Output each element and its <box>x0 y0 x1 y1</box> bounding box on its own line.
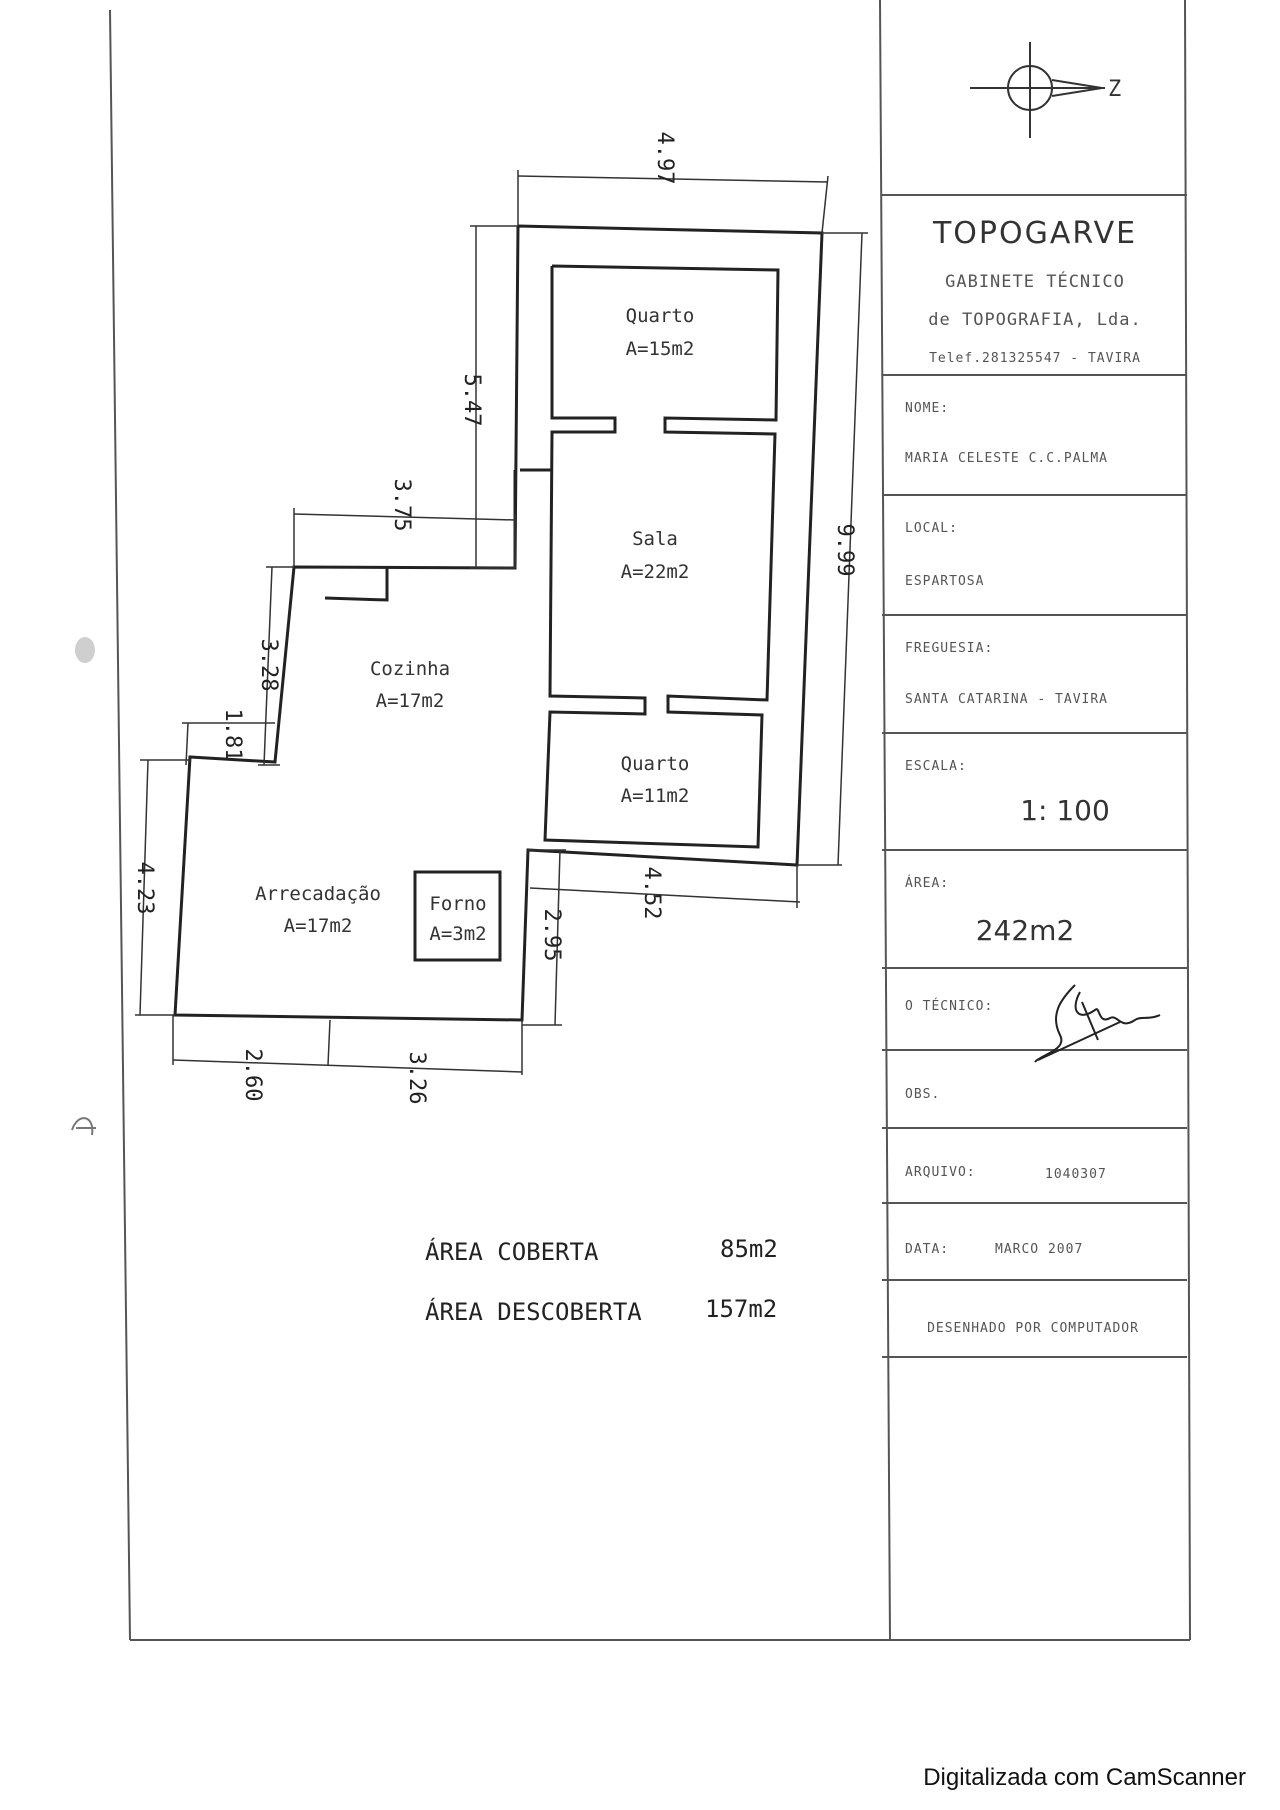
dimension-label: 3.26 <box>404 1052 429 1105</box>
nome-value: MARIA CELESTE C.C.PALMA <box>905 451 1108 466</box>
forno-wall <box>413 870 502 962</box>
dimension-label: 4.23 <box>132 862 157 915</box>
area-label: ÁREA: <box>905 875 949 891</box>
escala-label: ESCALA: <box>905 759 967 774</box>
room-quarto-2-name: Quarto <box>621 753 690 775</box>
arquivo-label: ARQUIVO: <box>905 1165 976 1180</box>
dimension-label: 2.60 <box>240 1049 265 1102</box>
freguesia-label: FREGUESIA: <box>905 641 993 656</box>
dimension-label: 1.81 <box>220 709 245 762</box>
scanner-watermark: Digitalizada com CamScanner <box>923 1764 1246 1791</box>
company-phone: Telef.281325547 - TAVIRA <box>929 351 1141 366</box>
nome-label: NOME: <box>905 401 949 416</box>
uncovered-area-label: ÁREA DESCOBERTA <box>425 1297 642 1326</box>
room-cozinha-area: A=17m2 <box>376 690 445 712</box>
company-subtitle-2: de TOPOGRAFIA, Lda. <box>928 310 1141 330</box>
dimension-label: 9.99 <box>832 524 857 577</box>
dimension-label: 3.75 <box>389 479 414 532</box>
room-forno-area: A=3m2 <box>429 923 486 945</box>
dimension-label: 3.28 <box>256 639 281 692</box>
area-value: 242m2 <box>976 914 1075 947</box>
dimension-label: 5.47 <box>459 374 484 427</box>
inner-wall-upper <box>543 264 780 849</box>
drawing-method-note: DESENHADO POR COMPUTADOR <box>927 1321 1139 1336</box>
sheet-frame <box>109 0 1191 1641</box>
data-value: MARCO 2007 <box>995 1242 1083 1257</box>
dimension-label: 4.52 <box>639 867 664 920</box>
room-sala-name: Sala <box>632 528 678 550</box>
punch-hole-mark <box>71 1117 96 1136</box>
technician-signature <box>1034 984 1161 1063</box>
room-sala-area: A=22m2 <box>621 561 690 583</box>
room-forno-name: Forno <box>429 893 486 915</box>
dimension-label: 2.95 <box>539 909 564 962</box>
company-subtitle-1: GABINETE TÉCNICO <box>945 270 1125 292</box>
room-arrecadacao-name: Arrecadação <box>255 883 381 905</box>
uncovered-area-value: 157m2 <box>705 1295 777 1323</box>
inner-wall-kitchen <box>324 567 389 602</box>
data-label: DATA: <box>905 1242 949 1257</box>
room-quarto-1-area: A=15m2 <box>626 338 695 360</box>
company-name: TOPOGARVE <box>932 216 1137 251</box>
arquivo-value: 1040307 <box>1045 1167 1107 1182</box>
covered-area-label: ÁREA COBERTA <box>425 1237 599 1266</box>
title-block-grid <box>882 194 1187 1358</box>
covered-area-value: 85m2 <box>720 1235 778 1263</box>
escala-value: 1: 100 <box>1020 794 1110 827</box>
punch-hole-mark <box>75 637 95 663</box>
north-arrow-icon <box>970 42 1105 138</box>
freguesia-value: SANTA CATARINA - TAVIRA <box>905 692 1108 707</box>
north-label: Z <box>1108 77 1121 102</box>
room-quarto-2-area: A=11m2 <box>621 785 690 807</box>
dimension-label: 4.97 <box>652 132 677 185</box>
local-value: ESPARTOSA <box>905 574 984 589</box>
dimension-lines <box>135 170 868 1075</box>
obs-label: OBS. <box>905 1087 940 1102</box>
room-cozinha-name: Cozinha <box>370 658 450 680</box>
tecnico-label: O TÉCNICO: <box>905 998 993 1014</box>
local-label: LOCAL: <box>905 521 958 536</box>
room-arrecadacao-area: A=17m2 <box>284 915 353 937</box>
room-quarto-1-name: Quarto <box>626 305 695 327</box>
